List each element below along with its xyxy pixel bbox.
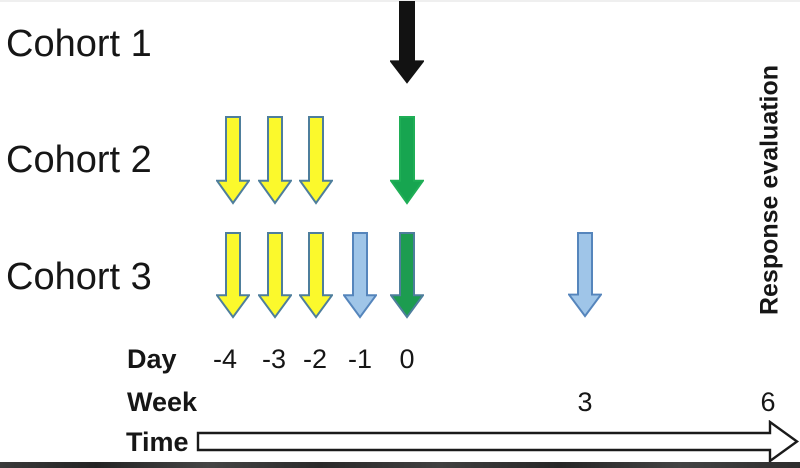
day-tick-minus4: -4 (212, 344, 238, 374)
arrow-cohort3-day-minus1-blue-icon (343, 232, 377, 319)
arrow-cohort3-day-minus4-yellow-icon (216, 232, 250, 319)
day-tick-minus3: -3 (261, 344, 287, 374)
day-tick-minus1: -1 (347, 344, 373, 374)
week-tick-6: 6 (760, 387, 776, 417)
arrow-cohort3-day0-dark-green-icon (390, 232, 424, 319)
arrow-cohort3-week3-blue-icon (568, 232, 602, 318)
response-evaluation-label: Response evaluation (755, 64, 784, 316)
arrow-cohort2-day-minus2-yellow-icon (299, 116, 333, 205)
day-axis-label: Day (127, 344, 177, 374)
arrow-cohort3-day-minus2-yellow-icon (299, 232, 333, 319)
arrow-cohort1-day0-black-icon (390, 1, 424, 84)
arrow-cohort3-day-minus3-yellow-icon (258, 232, 292, 319)
week-axis-label: Week (127, 387, 198, 417)
cohort-2-label: Cohort 2 (6, 139, 152, 181)
day-tick-minus2: -2 (302, 344, 328, 374)
time-axis-arrow-icon (196, 420, 800, 463)
arrow-cohort2-day-minus4-yellow-icon (216, 116, 250, 205)
cohort-3-label: Cohort 3 (6, 256, 152, 298)
arrow-cohort2-day0-green-icon (390, 116, 424, 205)
bottom-edge-band (0, 462, 800, 468)
cohort-1-label: Cohort 1 (6, 23, 152, 65)
time-axis-label: Time (126, 427, 189, 457)
arrow-cohort2-day-minus3-yellow-icon (258, 116, 292, 205)
week-tick-3: 3 (577, 387, 593, 417)
day-tick-0: 0 (399, 344, 415, 374)
